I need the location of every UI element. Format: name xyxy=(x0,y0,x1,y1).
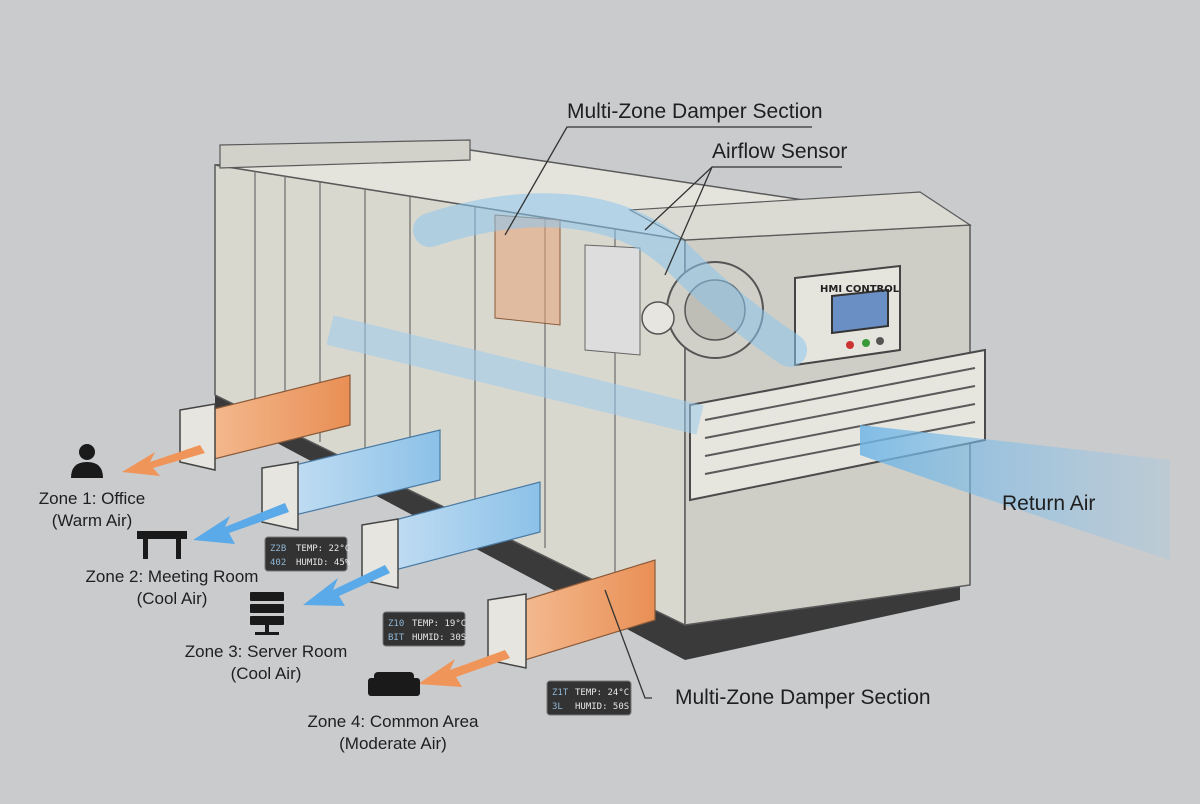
supply-duct-zone-3 xyxy=(361,481,541,589)
airflow-sensor-callout: Airflow Sensor xyxy=(712,140,848,163)
zone-2-airflow-arrow xyxy=(193,503,289,544)
hmi-control-panel[interactable]: HMI CONTROL xyxy=(794,264,901,367)
zone-1-label: Zone 1: Office (Warm Air) xyxy=(22,488,162,532)
zone-air-type: (Moderate Air) xyxy=(339,734,447,753)
readout-code: Z1T xyxy=(552,688,569,698)
hmi-title: HMI CONTROL xyxy=(820,284,900,295)
readout-code: Z10 xyxy=(388,619,404,629)
readout-humid: HUMID: 50S xyxy=(575,702,629,712)
zone-1-airflow-arrow xyxy=(122,445,205,476)
internal-airflow xyxy=(326,193,807,435)
zone-air-type: (Warm Air) xyxy=(51,511,133,530)
zone-air-type: (Cool Air) xyxy=(136,589,208,608)
readout-code: BIT xyxy=(388,633,405,643)
zone-name: Zone 3: Server Room xyxy=(184,642,348,661)
readout-humid: HUMID: 30S xyxy=(412,633,466,643)
return-air-flow xyxy=(860,425,1170,560)
readout-temp: TEMP: 24°C xyxy=(575,688,629,698)
zone-4-label: Zone 4: Common Area (Moderate Air) xyxy=(293,711,493,755)
zone-name: Zone 2: Meeting Room xyxy=(85,567,259,586)
sensor-readout: Z1T TEMP: 24°C 3L HUMID: 50S xyxy=(546,680,632,716)
sensor-readout: Z10 TEMP: 19°C BIT HUMID: 30S xyxy=(382,611,466,647)
zone-4-airflow-arrow xyxy=(418,650,510,687)
server-rack-icon xyxy=(250,592,284,635)
person-icon xyxy=(71,444,103,478)
damper-section-callout-top: Multi-Zone Damper Section xyxy=(567,100,823,123)
return-air-label: Return Air xyxy=(1002,492,1096,515)
damper-section-callout-bottom: Multi-Zone Damper Section xyxy=(675,686,931,709)
readout-code: 402 xyxy=(270,558,286,568)
leader-lines xyxy=(504,126,842,699)
zone-3-airflow-arrow xyxy=(303,565,390,606)
readout-temp: TEMP: 19°C xyxy=(412,619,466,629)
readout-temp: TEMP: 22°C xyxy=(296,544,350,554)
zone-2-label: Zone 2: Meeting Room (Cool Air) xyxy=(72,566,272,610)
zone-3-label: Zone 3: Server Room (Cool Air) xyxy=(176,641,356,685)
zone-name: Zone 1: Office xyxy=(38,489,146,508)
readout-code: 3L xyxy=(552,702,563,712)
sofa-icon xyxy=(368,672,420,696)
zone-air-type: (Cool Air) xyxy=(230,664,302,683)
table-icon xyxy=(137,531,187,559)
sensor-readout: Z2B TEMP: 22°C 402 HUMID: 45% xyxy=(264,536,351,572)
readout-humid: HUMID: 45% xyxy=(296,558,351,568)
zone-name: Zone 4: Common Area xyxy=(307,712,479,731)
readout-code: Z2B xyxy=(270,544,286,554)
supply-duct-zone-4 xyxy=(487,559,656,669)
